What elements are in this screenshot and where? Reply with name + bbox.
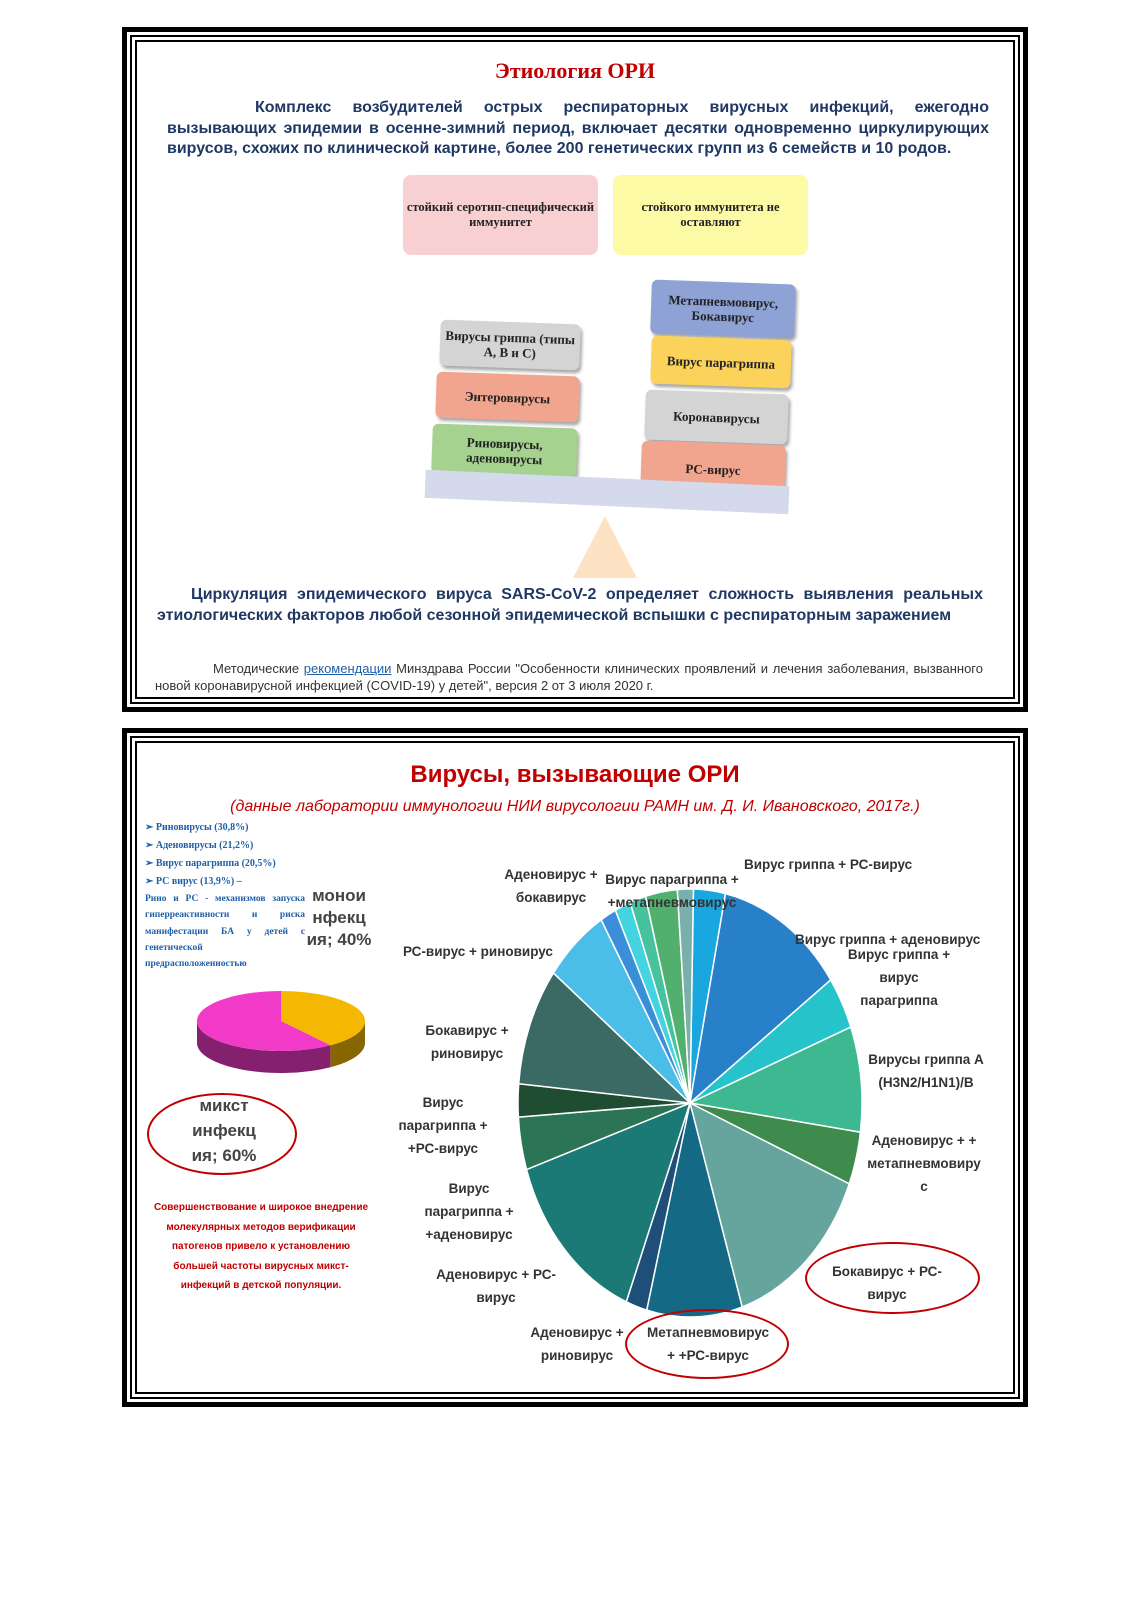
stack-parainfluenza: Вирус парагриппа (650, 335, 792, 389)
stack-coronavirus: Коронавирусы (644, 389, 789, 445)
source-text-start: Методические (213, 661, 304, 676)
slide-viruses: Вирусы, вызывающие ОРИ (данные лаборатор… (122, 728, 1028, 1407)
slide2-title: Вирусы, вызывающие ОРИ (410, 761, 740, 788)
list-item: Риновирусы (30,8%) (145, 819, 276, 837)
pie-label-boca-rhino: Бокавирус + риновирус (425, 1023, 509, 1061)
pie-label-para-adeno: Вирус парагриппа + +аденовирус (424, 1181, 514, 1242)
pie-label-adeno-rs: Аденовирус + РС-вирус (436, 1267, 556, 1305)
fulcrum-triangle (573, 516, 637, 578)
rino-rs-text: Рино и РС - механизмов запуска гиперреак… (145, 894, 305, 970)
pie3d-side-1 (330, 1021, 365, 1068)
recommendations-link[interactable]: рекомендации (303, 661, 392, 676)
molecular-methods-note: Совершенствование и широкое внедрение мо… (153, 1202, 369, 1291)
pie-label-boca-rs: Бокавирус + РС-вирус (832, 1264, 942, 1302)
slide1-intro: Комплекс возбудителей острых респираторн… (167, 99, 989, 157)
pie-slice-12 (517, 971, 693, 1104)
metapneumo-rs-highlight-ring (625, 1309, 789, 1379)
pie-label-flu-para: Вирус гриппа + вирус парагриппа (847, 947, 951, 1008)
pie3d-top-1 (281, 991, 365, 1046)
virus-percent-list: Риновирусы (30,8%) Аденовирусы (21,2%) В… (145, 819, 276, 891)
pie-slice-9 (525, 1101, 692, 1303)
virus-combinations-pie-chart (517, 888, 863, 1318)
pie-slice-18 (676, 888, 695, 1104)
pie-label-metapneumo-rs: Метапневмовирус + +РС-вирус (646, 1325, 770, 1363)
pie3d-side-2 (197, 1021, 331, 1073)
stack-metapneumo-boca: Метапневмовирус, Бокавирус (650, 279, 796, 339)
pie-label-flu-rs: Вирус гриппа + РС-вирус (744, 857, 913, 872)
mixed-label: микст инфекц ия; 60% (191, 1096, 257, 1165)
pie-label-rs-rhino: РС-вирус + риновирус (403, 944, 553, 959)
boca-rs-highlight-ring (805, 1242, 980, 1314)
list-item: Аденовирусы (21,2%) (145, 837, 276, 855)
slide1-bottom-text: Циркуляция эпидемического вируса SARS-Co… (157, 586, 983, 624)
mono-mixed-pie-chart (197, 991, 365, 1073)
pie-slice-4 (687, 1025, 863, 1134)
immunity-yes-box: стойкий серотип-специфический иммунитет (403, 175, 598, 255)
slide-etiology: Этиология ОРИ Комплекс возбудителей остр… (122, 27, 1028, 712)
source-text-end: Минздрава России "Особенности клинически… (155, 661, 983, 693)
pie-label-adeno-boca: Аденовирус + бокавирус (504, 867, 598, 905)
immunity-no-box: стойкого иммунитета не оставляют (613, 175, 808, 255)
list-item: РС вирус (13,9%) – (145, 873, 276, 891)
mixed-highlight-ring (147, 1093, 297, 1175)
mono-label: монои нфекц ия; 40% (306, 886, 372, 949)
pie-label-flu-adeno: Вирус гриппа + аденовирус (795, 932, 981, 947)
stack-influenza: Вирусы гриппа (типы А, В и С) (439, 319, 581, 371)
slide1-source: Методические рекомендации Минздрава Росс… (155, 660, 983, 694)
pie-slice-2 (688, 892, 832, 1105)
pie-label-para-metapneumo: Вирус парагриппа + +метапневмовирус (605, 872, 739, 910)
pie-label-adeno-metapneumo: Аденовирус + + метапневмовиру с (867, 1133, 981, 1194)
slide2-subtitle: (данные лаборатории иммунологии НИИ виру… (230, 798, 920, 815)
stack-enterovirus: Энтеровирусы (435, 371, 580, 423)
pie-label-para-rs: Вирус парагриппа + +РС-вирус (398, 1095, 488, 1156)
pie-label-flu-a-b: Вирусы гриппа А (H3N2/H1N1)/В (868, 1052, 984, 1090)
pie-label-adeno-rhino: Аденовирус + риновирус (530, 1325, 624, 1363)
slide1-title: Этиология ОРИ (494, 58, 656, 83)
pie3d-top-2 (197, 991, 331, 1051)
list-item: Вирус парагриппа (20,5%) (145, 855, 276, 873)
